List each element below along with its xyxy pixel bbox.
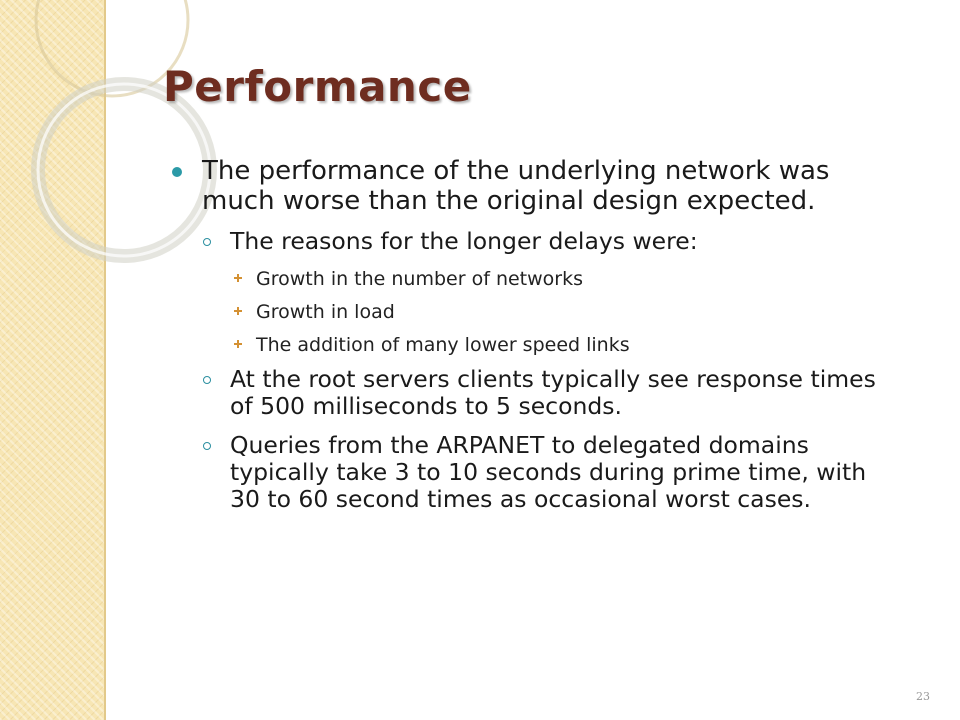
bullet-level2-item: The reasons for the longer delays were: bbox=[170, 228, 890, 255]
hollow-circle-bullet-icon bbox=[203, 442, 211, 450]
hollow-circle-bullet-icon bbox=[203, 376, 211, 384]
bullet-level1-item: The performance of the underlying networ… bbox=[170, 156, 890, 216]
bullet-level2-item: At the root servers clients typically se… bbox=[170, 366, 890, 420]
bullet-level3-item: The addition of many lower speed links bbox=[170, 333, 890, 357]
bullet-level3-item: Growth in the number of networks bbox=[170, 267, 890, 291]
bullet-text: The addition of many lower speed links bbox=[256, 334, 630, 356]
page-number: 23 bbox=[916, 690, 930, 703]
filled-circle-bullet-icon bbox=[172, 167, 182, 177]
decorative-side-strip bbox=[0, 0, 106, 720]
hollow-circle-bullet-icon bbox=[203, 238, 211, 246]
plus-bullet-icon bbox=[234, 340, 243, 349]
bullet-level3-item: Growth in load bbox=[170, 300, 890, 324]
bullet-text: The performance of the underlying networ… bbox=[202, 156, 830, 216]
bullet-text: Growth in the number of networks bbox=[256, 268, 583, 290]
plus-bullet-icon bbox=[234, 274, 243, 283]
slide-title: Performance bbox=[163, 62, 472, 111]
bullet-text: The reasons for the longer delays were: bbox=[230, 227, 698, 255]
bullet-text: Queries from the ARPANET to delegated do… bbox=[230, 431, 867, 513]
bullet-level2-item: Queries from the ARPANET to delegated do… bbox=[170, 432, 890, 513]
bullet-text: At the root servers clients typically se… bbox=[230, 365, 876, 420]
plus-bullet-icon bbox=[234, 307, 243, 316]
bullet-text: Growth in load bbox=[256, 301, 395, 323]
bullet-list: The performance of the underlying networ… bbox=[170, 156, 890, 525]
